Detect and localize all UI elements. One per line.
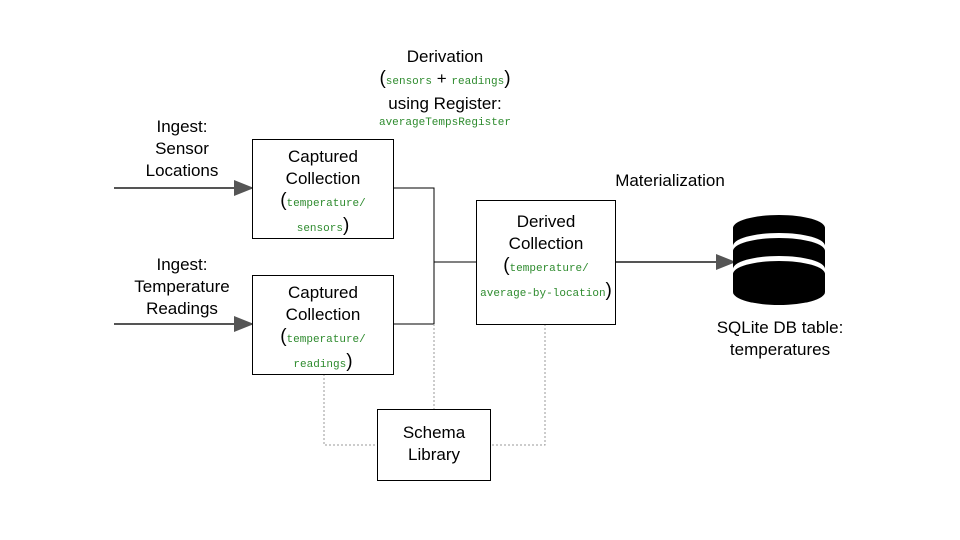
derivation-using: using Register: [388,94,502,113]
captured-readings-code2: readings [293,359,347,371]
derived-collection: Derived Collection (temperature/ average… [476,200,616,325]
captured-readings-line1: Captured [288,283,358,302]
sqlite-line1: SQLite DB table: [716,318,844,337]
ingest-readings-label: Ingest: Temperature Readings [112,254,252,320]
derived-code1: temperature/ [509,263,589,275]
captured-readings-code1: temperature/ [286,334,366,346]
captured-sensors-code: (temperature/ [280,190,366,211]
ingest-readings-line1: Ingest: [156,255,208,274]
schema-line2: Library [408,445,460,464]
derived-code: (temperature/ [503,255,589,276]
ingest-readings-line3: Readings [146,299,218,318]
ingest-readings-line2: Temperature [134,277,230,296]
captured-readings-code: (temperature/ [280,326,366,347]
derived-line1: Derived [516,212,576,231]
captured-sensors-code2: sensors [296,223,343,235]
derivation-source-sensors: sensors [385,76,432,88]
ingest-sensors-line1: Ingest: [156,117,208,136]
derived-code-end: average-by-location) [480,280,612,301]
captured-readings-line2: Collection [285,305,361,324]
captured-sensors-line2: Collection [285,169,361,188]
derivation-bus [394,187,435,325]
captured-sensors-line1: Captured [288,147,358,166]
schema-line1: Schema [402,423,466,442]
derived-to-schema-dotted [490,324,546,446]
derivation-plus: + [436,69,447,88]
captured-sensors-code1: temperature/ [286,198,366,210]
database-icon [733,215,825,305]
readings-to-schema-dotted [323,374,378,446]
ingest-sensors-label: Ingest: Sensor Locations [112,116,252,182]
captured-readings-code-end: readings) [293,351,353,372]
sqlite-label: SQLite DB table: temperatures [680,317,880,361]
derivation-register: averageTempsRegister [378,117,512,129]
materialization-label: Materialization [615,171,725,190]
captured-collection-sensors: Captured Collection (temperature/ sensor… [252,139,394,239]
derivation-source-readings: readings [451,76,505,88]
ingest-sensors-line3: Locations [145,161,219,180]
sqlite-line2: temperatures [729,340,831,359]
derived-line2: Collection [508,234,584,253]
derivation-title: Derivation [406,47,484,66]
derived-code2: average-by-location [480,288,606,300]
derivation-sources: (sensors + readings) [379,68,511,89]
derivation-label: Derivation (sensors + readings) using Re… [340,46,550,131]
captured-sensors-code-end: sensors) [296,215,350,236]
schema-library: Schema Library [377,409,491,481]
captured-collection-readings: Captured Collection (temperature/ readin… [252,275,394,375]
ingest-sensors-line2: Sensor [155,139,209,158]
